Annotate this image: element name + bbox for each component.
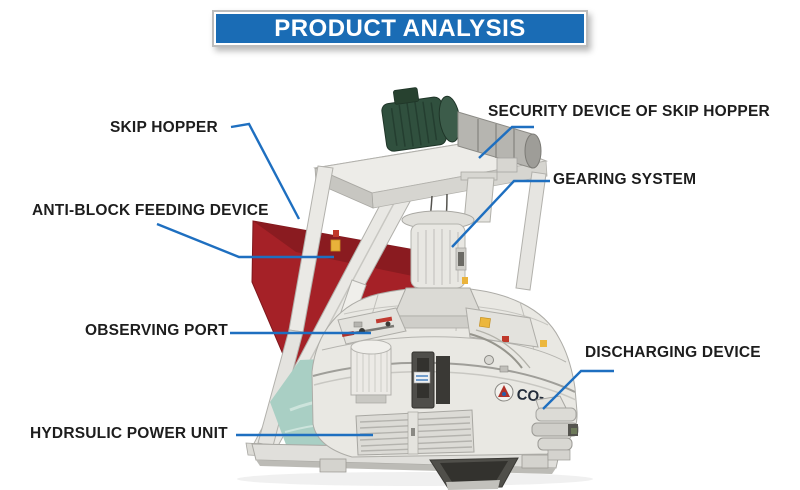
page-title: PRODUCT ANALYSIS	[274, 14, 526, 42]
anti-block-leader-line	[156, 222, 334, 259]
label-anti-block-feeding-device: ANTI-BLOCK FEEDING DEVICE	[32, 202, 269, 219]
label-hydraulic-power-unit: HYDRSULIC POWER UNIT	[30, 425, 228, 442]
gear-motor	[393, 210, 483, 329]
frame-rear-leg	[515, 171, 547, 291]
dome-fittings	[469, 316, 547, 373]
discharging-device-leader-line	[542, 369, 614, 410]
label-discharging-device: DISCHARGING DEVICE	[585, 344, 761, 361]
warning-sticker-yellow	[330, 239, 341, 252]
label-observing-port: OBSERVING PORT	[85, 322, 228, 339]
warning-sticker-red	[333, 230, 339, 237]
label-security-device-of-skip-hopper: SECURITY DEVICE OF SKIP HOPPER	[488, 103, 770, 120]
title-banner: PRODUCT ANALYSIS	[212, 10, 588, 47]
front-motor	[350, 339, 392, 404]
skip-hopper-leader-line	[230, 122, 301, 220]
label-skip-hopper: SKIP HOPPER	[110, 119, 218, 136]
brand-logo	[494, 382, 514, 402]
hoist-motor	[381, 87, 461, 152]
winch-drum	[457, 111, 542, 173]
warning-sticker-yellow	[462, 277, 468, 284]
discharge-chute	[429, 457, 519, 490]
control-box	[411, 351, 450, 409]
vent-grille	[355, 409, 475, 456]
security-device-leader-line	[478, 125, 534, 159]
label-gearing-system: GEARING SYSTEM	[553, 171, 697, 188]
gearing-system-leader-line	[451, 179, 550, 248]
